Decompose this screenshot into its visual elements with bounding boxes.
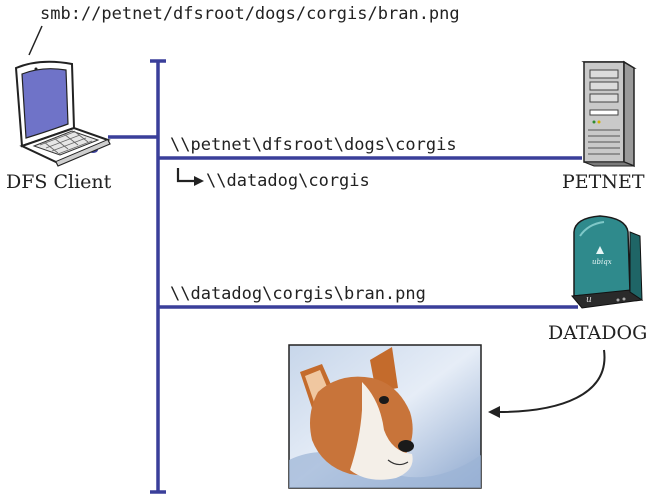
final-path-label: \\datadog\corgis\bran.png: [170, 284, 426, 304]
referral-path-label: \\datadog\corgis: [206, 171, 370, 191]
petnet-label: PETNET: [562, 171, 645, 193]
network-backbone: [150, 59, 166, 494]
nas-device-icon: ubiqx u: [571, 215, 644, 309]
referral-arrow-icon: [176, 168, 196, 183]
client-label: DFS Client: [6, 171, 112, 193]
server-tower-icon: [581, 60, 637, 168]
transfer-arrow: [497, 349, 606, 413]
datadog-label: DATADOG: [548, 322, 647, 344]
nas-model-mark: u: [586, 295, 592, 305]
request-path-label: \\petnet\dfsroot\dogs\corgis: [170, 135, 457, 155]
smb-url-caption: smb://petnet/dfsroot/dogs/corgis/bran.pn…: [40, 4, 460, 24]
caption-pointer-line: [28, 25, 43, 56]
corgi-photo: [288, 344, 482, 489]
laptop-icon: [14, 60, 111, 167]
nas-logo-text: ubiqx: [592, 258, 612, 266]
